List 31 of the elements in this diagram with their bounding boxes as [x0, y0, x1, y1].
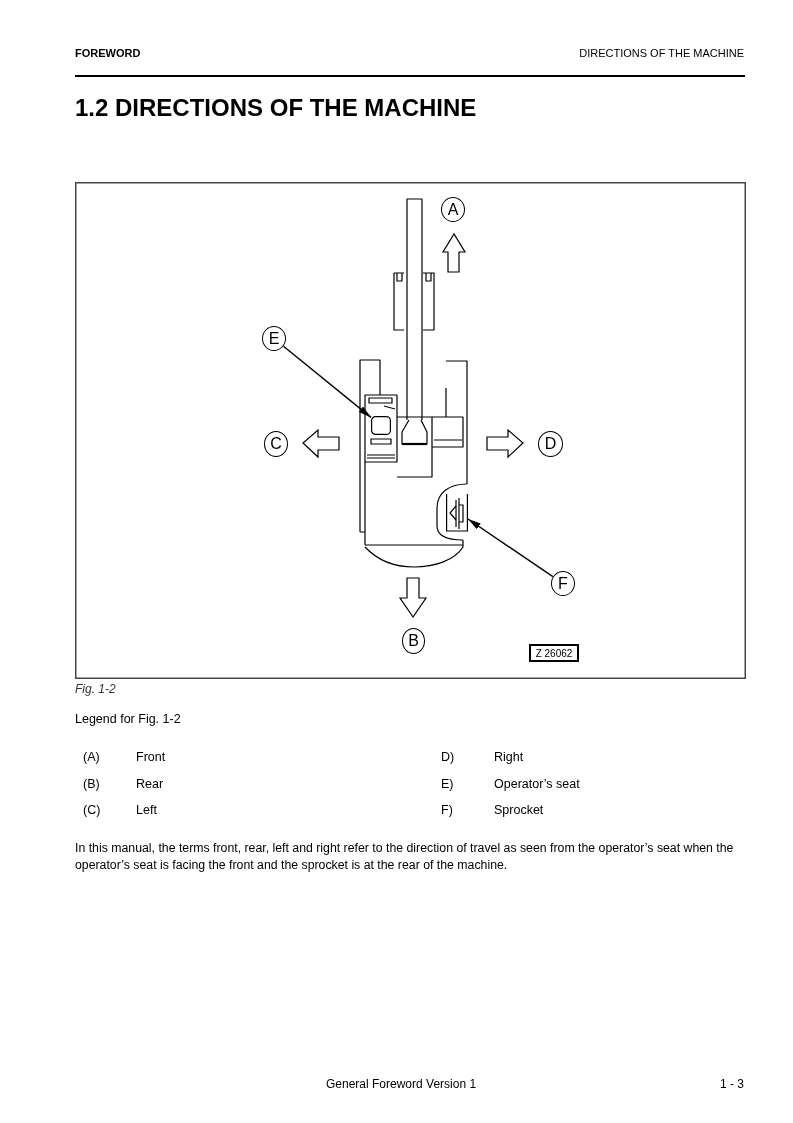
- legend-key: (B): [83, 777, 100, 792]
- leader-line: [282, 345, 372, 419]
- legend-heading: Legend for Fig. 1-2: [75, 712, 181, 727]
- legend-key: E): [441, 777, 454, 792]
- section-title: 1.2 DIRECTIONS OF THE MACHINE: [75, 94, 477, 123]
- leader-line: [467, 518, 554, 578]
- callout-circle: D: [538, 431, 563, 457]
- legend-key: D): [441, 750, 455, 765]
- header-text: FOREWORD: [75, 47, 141, 61]
- legend-term: Right: [494, 750, 524, 765]
- legend-term: Sprocket: [494, 803, 544, 818]
- legend-term: Left: [136, 803, 157, 818]
- body-paragraph: In this manual, the terms front, rear, left and right refer to the direction of travel as seen from the operator’s seat when the operator’s seat is facing the front and the sprocket is at the rear of the machine.: [75, 840, 735, 874]
- figure-caption: Fig. 1-2: [75, 682, 116, 697]
- callout-circle: E: [262, 326, 286, 351]
- legend-key: (C): [83, 803, 101, 818]
- footer-text: General Foreword Version 1: [326, 1077, 477, 1092]
- legend-term: Front: [136, 750, 166, 765]
- header-text: DIRECTIONS OF THE MACHINE: [579, 47, 744, 61]
- legend-term: Operator’s seat: [494, 777, 580, 792]
- seat-outline: [371, 416, 391, 435]
- legend-key: F): [441, 803, 453, 818]
- drawing-number-label: Z 26062: [529, 644, 579, 662]
- legend-key: (A): [83, 750, 100, 765]
- legend-term: Rear: [136, 777, 164, 792]
- sprocket-drawing: [446, 491, 468, 532]
- callout-circle: F: [551, 571, 575, 596]
- callout-circle: B: [402, 628, 425, 654]
- callout-circle: A: [441, 197, 465, 222]
- callout-circle: C: [264, 431, 288, 457]
- page-number: 1 - 3: [720, 1077, 744, 1092]
